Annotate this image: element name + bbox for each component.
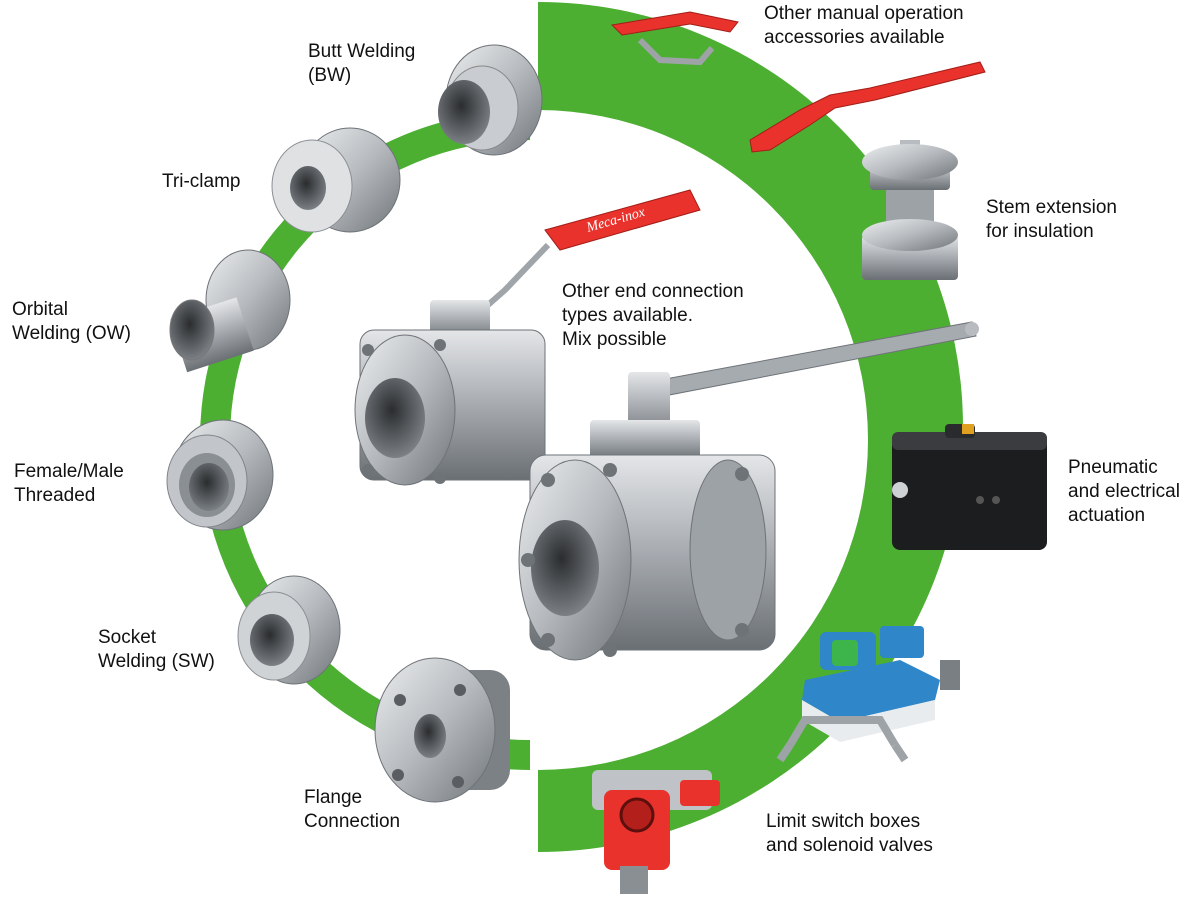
label-actuation-line1: Pneumatic (1068, 457, 1158, 478)
label-tri-clamp: Tri-clamp (162, 170, 240, 194)
label-end-connection: Other end connection types available. Mi… (562, 280, 744, 352)
label-end-connection-line2: types available. (562, 305, 693, 326)
label-actuation: Pneumatic and electrical actuation (1068, 456, 1180, 528)
threaded-fitting-icon (166, 419, 274, 531)
label-limit-switch-line1: Limit switch boxes (766, 811, 921, 832)
label-actuation-line3: actuation (1068, 505, 1146, 526)
label-stem-extension-line2: for insulation (986, 221, 1094, 242)
label-butt-welding: Butt Welding (BW) (308, 40, 415, 88)
label-end-connection-line1: Other end connection (562, 281, 744, 302)
label-manual-accessories-line1: Other manual operation (764, 3, 964, 24)
orbital-weld-fitting-icon (169, 249, 291, 373)
label-socket-welding-line2: Welding (SW) (98, 651, 215, 672)
label-orbital-welding-line1: Orbital (12, 299, 68, 320)
label-manual-accessories-line2: accessories available (764, 27, 945, 48)
label-stem-extension-line1: Stem extension (986, 197, 1117, 218)
label-threaded-line1: Female/Male (14, 461, 124, 482)
label-butt-welding-line1: Butt Welding (308, 41, 416, 62)
socket-weld-fitting-icon (237, 575, 341, 685)
label-limit-switch-line2: and solenoid valves (766, 835, 933, 856)
label-end-connection-line3: Mix possible (562, 329, 667, 350)
label-threaded-line2: Threaded (14, 485, 96, 506)
label-manual-accessories: Other manual operation accessories avail… (764, 2, 964, 50)
stem-extension-icon (862, 140, 958, 280)
tri-clamp-fitting-icon (271, 127, 401, 233)
ball-valve-lever-icon (518, 321, 979, 661)
label-flange-line2: Connection (304, 811, 401, 832)
label-orbital-welding: Orbital Welding (OW) (12, 298, 131, 346)
flange-fitting-icon (374, 657, 510, 803)
limit-switch-box-icon (776, 626, 960, 763)
ball-valve-handle-icon: Meca-inox (354, 189, 701, 486)
label-socket-welding-line1: Socket (98, 627, 157, 648)
label-flange-line1: Flange (304, 787, 363, 808)
label-actuation-line2: and electrical (1068, 481, 1180, 502)
solenoid-valve-icon (592, 770, 720, 894)
label-limit-switch: Limit switch boxes and solenoid valves (766, 810, 933, 858)
manual-handle-icon (610, 11, 986, 153)
label-flange: Flange Connection (304, 786, 400, 834)
label-orbital-welding-line2: Welding (OW) (12, 323, 131, 344)
butt-weld-fitting-icon (438, 44, 543, 156)
label-threaded: Female/Male Threaded (14, 460, 124, 508)
label-butt-welding-line2: (BW) (308, 65, 352, 86)
label-tri-clamp-line1: Tri-clamp (162, 171, 241, 192)
pneumatic-actuator-icon (892, 424, 1047, 550)
label-socket-welding: Socket Welding (SW) (98, 626, 215, 674)
label-stem-extension: Stem extension for insulation (986, 196, 1117, 244)
